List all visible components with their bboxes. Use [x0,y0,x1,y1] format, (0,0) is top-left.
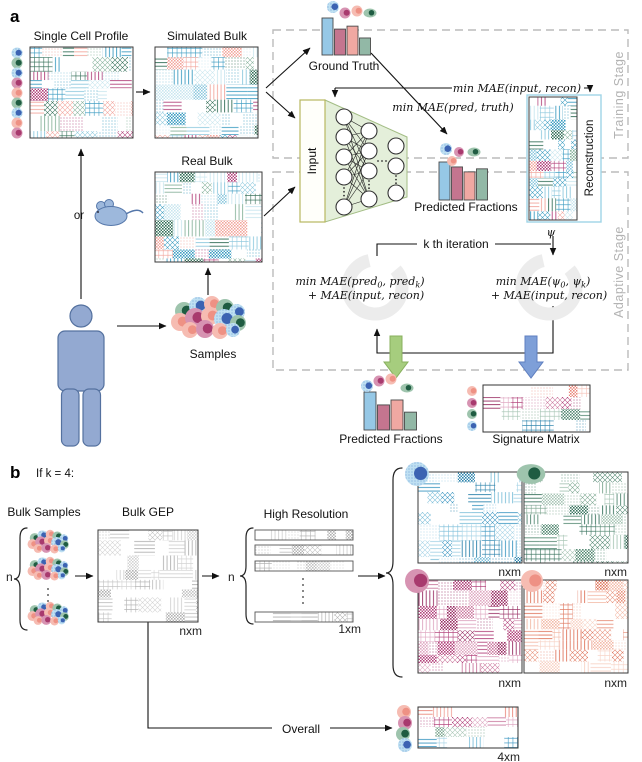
high-resolution-strip [254,529,354,541]
celltype-matrix-orange [523,579,629,674]
brace-high-resolution [239,527,254,625]
high-resolution-strip [254,560,354,572]
cycle-icon [341,253,409,321]
neural-network [335,108,405,216]
k-iteration-label: k th iteration [423,237,488,251]
adaptive-stage-box: Adaptive Stage [272,171,629,371]
mouse-icon [94,199,144,226]
blue-output-arrow [518,335,544,379]
loss-adaptive-left-line1: min MAE(pred0, predk) [295,275,424,290]
n-label-right: n [228,570,235,584]
signature-matrix-label: Signature Matrix [492,432,579,446]
input-label: Input [305,147,319,174]
high-resolution-title: High Resolution [264,507,349,521]
ground-truth-label: Ground Truth [309,59,380,73]
real-bulk-matrix [154,171,263,263]
brace-bulk-samples [13,527,28,631]
braces [13,467,403,678]
ground-truth-cell-icons [327,1,377,19]
predicted-fractions-label: Predicted Fractions [414,200,517,214]
matrix-dim-label: nxm [498,565,521,579]
label-bg [452,80,584,94]
bulk-gep-title: Bulk GEP [122,505,174,519]
matrix-dim-label: nxm [604,565,627,579]
loss-adaptive-right-line2: + MAE(input, recon) [491,289,607,302]
reconstruction: Reconstruction [526,94,602,223]
overall-signature-matrix [417,706,519,749]
person-icon [57,304,105,447]
cycle-icon [515,253,583,321]
high-resolution-strip [254,611,354,623]
single-cell-profile-title: Single Cell Profile [34,29,129,43]
predicted-fractions-bar-chart [438,161,488,201]
matrix-dim-label: nxm [604,676,627,690]
ellipsis-dots [302,578,304,604]
celltype-corner-icons [405,462,546,593]
single-cell-profile-matrix [29,46,134,139]
samples-label: Samples [190,347,237,361]
predicted-fractions-cell-icons [440,143,481,166]
celltype-matrix-blue [417,471,523,564]
ground-truth-bar-chart [321,17,371,56]
loss-adaptive-right-line1: min MAE(ψ0, ψk) [496,275,591,290]
n-label-left: n [6,570,13,584]
output-fractions-bar-chart [363,391,417,431]
bulk-samples-title: Bulk Samples [7,505,80,519]
simulated-bulk-title: Simulated Bulk [167,29,248,43]
training-stage-box: Training Stage [272,29,629,159]
high-resolution-strip [254,544,354,556]
autoencoder: Input [299,99,408,223]
reconstruction-matrix [528,96,578,221]
panel-a-label: a [10,7,20,26]
input-box [299,99,326,223]
real-bulk-title: Real Bulk [181,154,233,168]
loss-pred-truth: min MAE(pred, truth) [392,101,513,114]
or-label: or [74,210,84,222]
bulk-samples-clusters [27,529,69,626]
single-cell-column-icons [11,47,23,139]
strip-dim-label: 1xm [338,622,361,636]
condition-label: If k = 4: [36,468,74,480]
psi-symbol: ψ [547,226,556,239]
simulated-bulk-matrix [154,46,259,139]
overall-dim-label: 4xm [497,750,520,762]
celltype-matrix-green [523,471,629,564]
green-output-arrow [383,335,409,379]
reconstruction-label: Reconstruction [584,120,596,197]
panel-b-label: b [10,463,20,482]
cycle-icons [341,253,583,321]
celltype-matrix-mauve [417,579,523,674]
bulk-gep-matrix [97,529,199,623]
label-bg [272,720,330,735]
adaptive-stage-label: Adaptive Stage [612,226,626,318]
output-fractions-cell-icons [361,373,414,393]
signature-matrix [482,384,591,433]
overall-cell-icons [396,705,412,752]
overall-label: Overall [282,722,320,736]
signature-matrix-cell-icons [467,386,477,431]
samples-cell-cluster [171,296,246,339]
matrix-dim-label: nxm [498,676,521,690]
brace-matrices [385,467,403,678]
gep-dim-label: nxm [179,624,202,638]
label-bg [417,236,495,250]
output-predicted-fractions-label: Predicted Fractions [339,432,442,446]
loss-input-recon: min MAE(input, recon) [453,82,581,95]
loss-adaptive-left-line2: + MAE(input, recon) [308,289,424,302]
training-stage-label: Training Stage [612,51,626,139]
